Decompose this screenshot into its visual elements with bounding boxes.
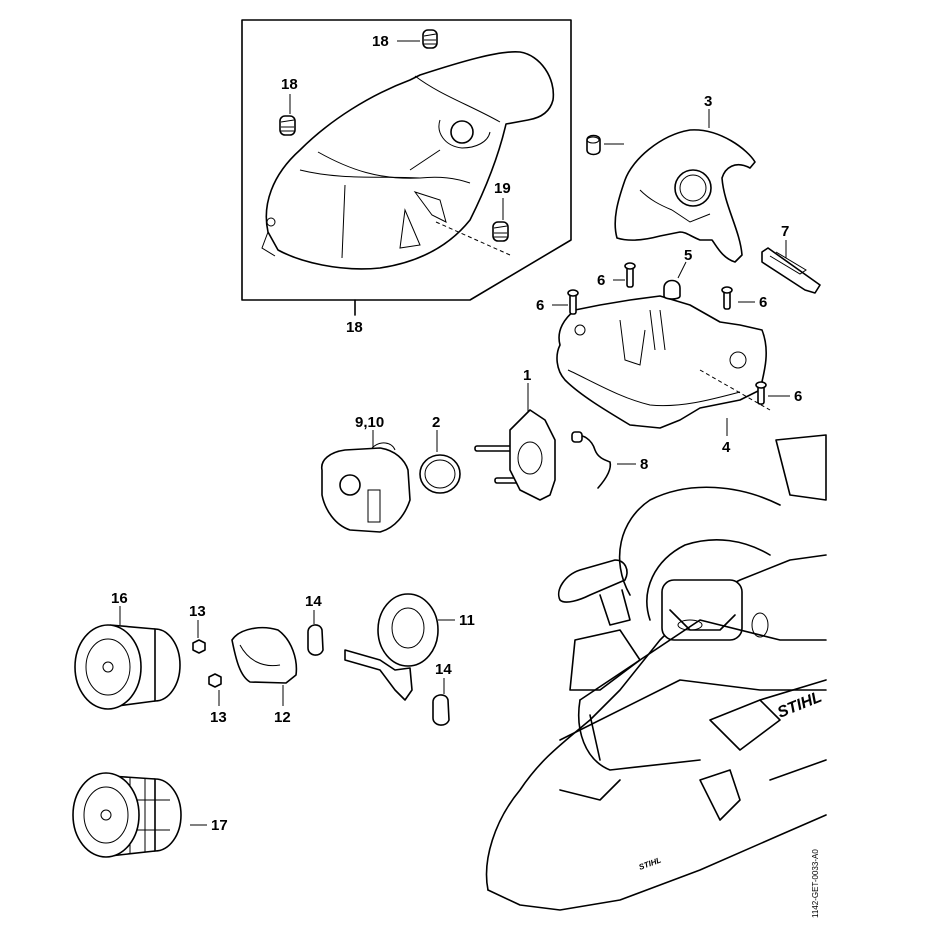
document-id: 1142-GET-0033-A0 [811, 849, 820, 918]
grommet-19[interactable] [586, 134, 601, 156]
air-filter-15[interactable] [74, 624, 181, 710]
screw-6-a[interactable] [624, 262, 636, 288]
gasket-2[interactable] [419, 454, 461, 494]
callout-9-10[interactable]: 9,10 [355, 414, 384, 431]
callout-6-c[interactable]: 6 [759, 294, 767, 311]
housing-4[interactable] [556, 295, 771, 429]
callout-8[interactable]: 8 [640, 456, 648, 473]
callout-18-top[interactable]: 18 [372, 33, 389, 50]
callout-3[interactable]: 3 [704, 93, 712, 110]
plate-7[interactable] [761, 247, 821, 294]
kit-17-box [241, 19, 572, 316]
stihl-brand-mark-small: STIHL [638, 855, 663, 871]
callout-7[interactable]: 7 [781, 223, 789, 240]
carburetor-9-10[interactable] [320, 442, 411, 533]
grommet-14-top[interactable] [307, 624, 324, 656]
air-filter-16[interactable] [72, 772, 182, 858]
screw-6-c[interactable] [721, 286, 733, 310]
nut-13-bottom[interactable] [208, 673, 222, 688]
nut-13-top[interactable] [192, 639, 206, 654]
callout-5[interactable]: 5 [684, 247, 692, 264]
screw-18-left[interactable] [279, 115, 296, 136]
callout-14-top[interactable]: 14 [305, 593, 322, 610]
shroud-cover[interactable] [261, 50, 555, 270]
callout-6-d[interactable]: 6 [794, 388, 802, 405]
leader-lines [119, 40, 790, 826]
callout-labels: 18 18 19 18 3 7 5 6 6 6 6 4 1 2 9,10 8 1… [111, 33, 802, 834]
callout-17[interactable]: 18 [346, 319, 363, 336]
callout-18-left[interactable]: 18 [281, 76, 298, 93]
shroud-3[interactable] [614, 129, 756, 263]
rubber-buffer-5[interactable] [663, 279, 681, 300]
callout-11[interactable]: 11 [459, 612, 475, 629]
screw-6-b[interactable] [567, 289, 579, 315]
callout-16[interactable]: 17 [211, 817, 228, 834]
callout-4[interactable]: 4 [722, 439, 731, 456]
callout-1[interactable]: 1 [523, 367, 531, 384]
flange-1[interactable] [474, 409, 556, 501]
callout-12[interactable]: 12 [274, 709, 291, 726]
chainsaw-body: STIHL STIHL [485, 434, 827, 911]
filter-base-11[interactable] [344, 593, 439, 701]
grommet-14-bottom[interactable] [432, 694, 450, 726]
screw-6-d[interactable] [755, 381, 767, 405]
filter-housing-12[interactable] [231, 626, 298, 684]
screw-18-right[interactable] [492, 221, 509, 242]
callout-6-b[interactable]: 6 [536, 297, 544, 314]
callout-14-bottom[interactable]: 14 [435, 661, 452, 678]
callout-2[interactable]: 2 [432, 414, 440, 431]
screw-18-top[interactable] [422, 29, 438, 49]
impulse-hose-8[interactable] [571, 431, 612, 489]
callout-13-top[interactable]: 13 [189, 603, 206, 620]
callout-6-a[interactable]: 6 [597, 272, 605, 289]
callout-13-bottom[interactable]: 13 [210, 709, 227, 726]
callout-15[interactable]: 16 [111, 590, 128, 607]
callout-18-right[interactable]: 19 [494, 180, 511, 197]
